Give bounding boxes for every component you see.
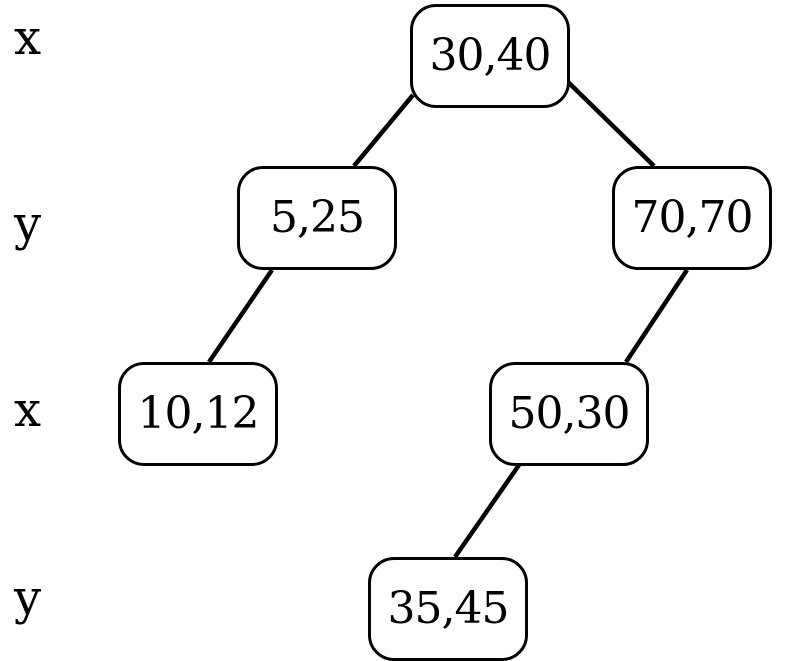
node-label: 50,30 bbox=[508, 388, 631, 439]
edge-30-40-to-70-70 bbox=[566, 80, 656, 168]
level-label-depth-3: y bbox=[14, 570, 42, 626]
tree-node-right-left: 50,30 bbox=[489, 362, 649, 466]
tree-node-left-left: 10,12 bbox=[118, 362, 278, 466]
node-label: 10,12 bbox=[137, 388, 260, 439]
node-label: 30,40 bbox=[429, 30, 552, 81]
tree-node-left: 5,25 bbox=[237, 166, 397, 270]
edge-70-70-to-50-30 bbox=[624, 268, 689, 364]
level-label-depth-1: y bbox=[14, 196, 42, 252]
tree-node-right: 70,70 bbox=[612, 166, 772, 270]
node-label: 5,25 bbox=[270, 192, 365, 243]
edge-50-30-to-35-45 bbox=[453, 463, 521, 559]
level-label-depth-0: x bbox=[14, 10, 42, 66]
node-label: 70,70 bbox=[631, 192, 754, 243]
tree-node-root: 30,40 bbox=[410, 4, 570, 108]
tree-node-right-left-left: 35,45 bbox=[368, 557, 528, 661]
edge-5-25-to-10-12 bbox=[207, 268, 274, 364]
edge-30-40-to-5-25 bbox=[352, 93, 415, 168]
node-label: 35,45 bbox=[387, 583, 510, 634]
level-label-depth-2: x bbox=[14, 382, 42, 438]
